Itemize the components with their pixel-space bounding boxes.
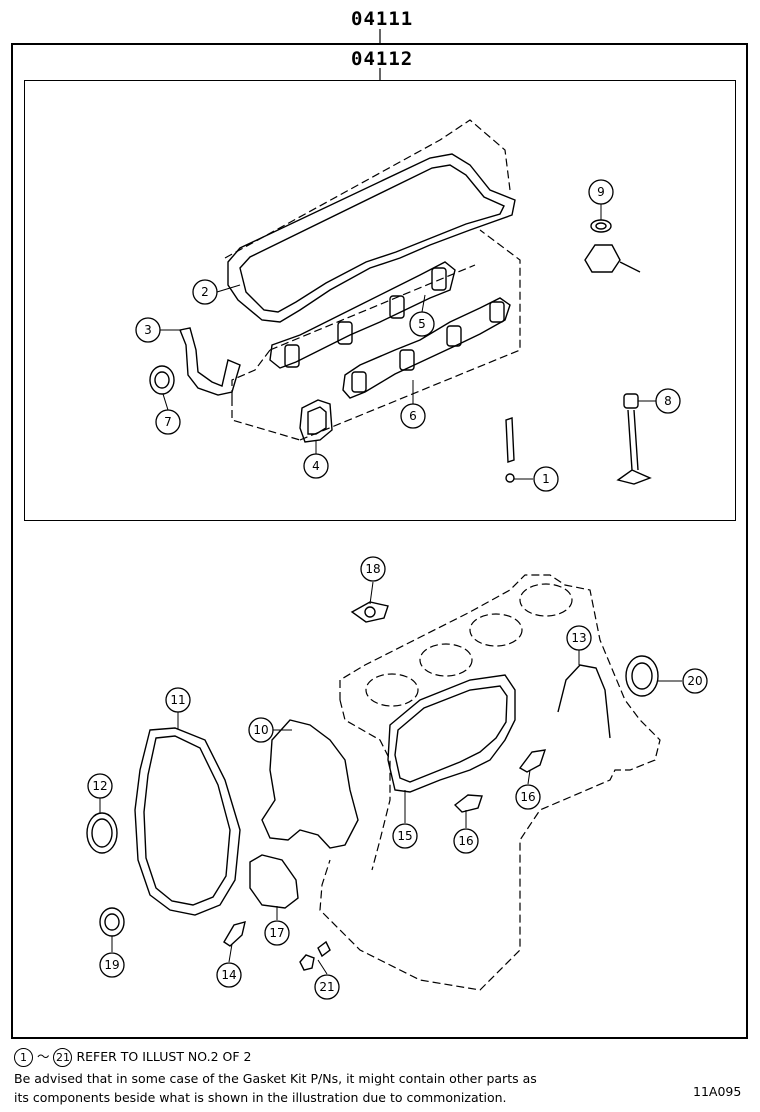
svg-text:4: 4 — [312, 459, 320, 473]
svg-text:11: 11 — [170, 693, 185, 707]
svg-text:3: 3 — [144, 323, 152, 337]
callout-10: 10 — [248, 717, 274, 743]
reference-note: 1 ～ 21 REFER TO ILLUST NO.2 OF 2 — [14, 1046, 251, 1067]
commonization-note-line-1: Be advised that in some case of the Gask… — [14, 1071, 537, 1086]
callout-1: 1 — [533, 466, 559, 492]
kit-code-04111: 04111 — [351, 8, 414, 30]
block-side-gasket — [387, 674, 516, 793]
callout-4: 4 — [303, 453, 329, 479]
seal-7 — [149, 365, 175, 395]
callout-5: 5 — [409, 311, 435, 337]
callout-18: 18 — [360, 556, 386, 582]
svg-text:1: 1 — [542, 472, 550, 486]
gasket-16-a — [518, 749, 547, 773]
callout-16-b: 16 — [453, 828, 479, 854]
gasket-17 — [249, 854, 299, 909]
svg-text:2: 2 — [201, 285, 209, 299]
callout-20: 20 — [682, 668, 708, 694]
svg-text:14: 14 — [221, 968, 236, 982]
callout-15: 15 — [392, 823, 418, 849]
ref-separator: ～ — [36, 1049, 50, 1064]
head-cover-gasket — [227, 153, 516, 323]
callout-17: 17 — [264, 920, 290, 946]
svg-text:8: 8 — [664, 394, 672, 408]
illustration-id: 11A095 — [693, 1084, 742, 1099]
gasket-4 — [299, 399, 333, 443]
gasket-13 — [557, 664, 611, 739]
callout-9: 9 — [588, 179, 614, 205]
svg-text:13: 13 — [571, 631, 586, 645]
callout-13: 13 — [566, 625, 592, 651]
svg-text:6: 6 — [409, 409, 417, 423]
svg-text:5: 5 — [418, 317, 426, 331]
svg-text:10: 10 — [253, 723, 268, 737]
kit-code-04112: 04112 — [351, 48, 414, 70]
gasket-21 — [299, 940, 331, 971]
callout-19: 19 — [99, 952, 125, 978]
callout-21: 21 — [314, 974, 340, 1000]
callout-6: 6 — [400, 403, 426, 429]
callout-12: 12 — [87, 773, 113, 799]
seal-12 — [86, 812, 118, 854]
callout-2: 2 — [192, 279, 218, 305]
gasket-3 — [179, 327, 241, 396]
svg-text:7: 7 — [164, 415, 172, 429]
front-plate-gasket — [261, 719, 359, 849]
gasket-16-b — [453, 794, 483, 813]
ref-text: REFER TO ILLUST NO.2 OF 2 — [76, 1049, 252, 1064]
callout-8: 8 — [655, 388, 681, 414]
exhaust-manifold-gasket — [342, 297, 511, 399]
callout-7: 7 — [155, 409, 181, 435]
intake-manifold-gasket — [269, 261, 456, 369]
svg-text:19: 19 — [104, 958, 119, 972]
bolt-1 — [505, 417, 515, 483]
cylinder-block-outline — [319, 574, 661, 991]
callout-16-a: 16 — [515, 784, 541, 810]
svg-text:9: 9 — [597, 185, 605, 199]
timing-cover-gasket — [134, 727, 241, 916]
callout-3: 3 — [135, 317, 161, 343]
callout-11: 11 — [165, 687, 191, 713]
cylinder-head-outline — [224, 119, 521, 441]
commonization-note-line-2: its components beside what is shown in t… — [14, 1090, 507, 1105]
seal-9 — [584, 219, 641, 273]
gasket-14 — [223, 921, 246, 947]
svg-text:16: 16 — [458, 834, 473, 848]
svg-text:15: 15 — [397, 829, 412, 843]
seal-8 — [616, 393, 652, 485]
svg-text:20: 20 — [687, 674, 702, 688]
ref-end-circle: 21 — [53, 1048, 73, 1067]
ref-start-circle: 1 — [14, 1048, 33, 1067]
svg-text:18: 18 — [365, 562, 380, 576]
seal-19 — [99, 907, 125, 937]
svg-text:17: 17 — [269, 926, 284, 940]
gasket-18 — [350, 601, 389, 623]
callout-14: 14 — [216, 962, 242, 988]
svg-text:21: 21 — [319, 980, 334, 994]
oil-seal-20 — [625, 655, 659, 697]
svg-text:16: 16 — [520, 790, 535, 804]
svg-text:12: 12 — [92, 779, 107, 793]
